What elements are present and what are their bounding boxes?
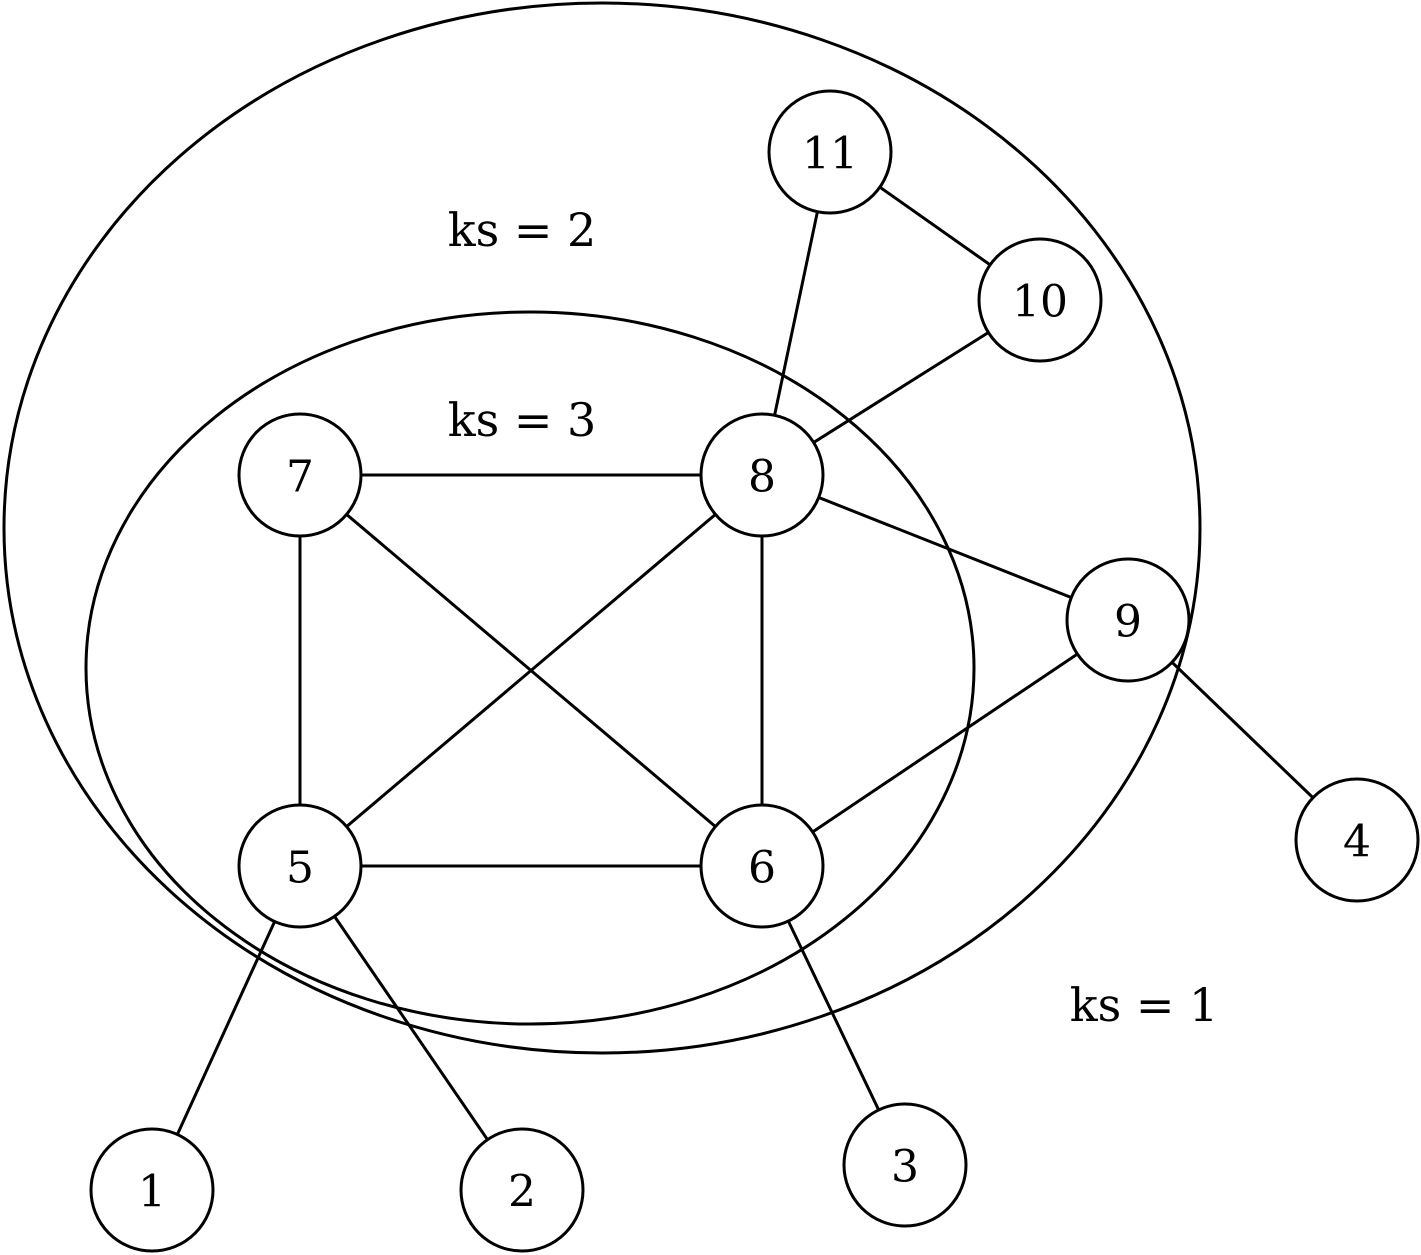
node-5: 5: [237, 803, 363, 929]
shell-ks2-boundary: [2, 1, 1202, 1055]
node-8: 8: [699, 412, 825, 538]
node-6-circle: [699, 803, 825, 929]
node-11-circle: [767, 89, 893, 215]
node-11: 11: [767, 89, 893, 215]
edge-8-5: [299, 473, 763, 868]
node-8-label: 8: [748, 452, 776, 503]
node-1-circle: [89, 1127, 215, 1253]
node-3-circle: [842, 1102, 968, 1228]
shell-label-ks3: ks = 3: [448, 393, 597, 447]
node-10-label: 10: [1012, 277, 1068, 328]
node-6-label: 6: [748, 843, 776, 894]
edge-5-2: [298, 865, 524, 1191]
shell-label-ks2: ks = 2: [448, 203, 597, 257]
node-10: 10: [977, 237, 1103, 363]
node-3-label: 3: [891, 1142, 919, 1193]
edge-6-9: [761, 618, 1129, 868]
node-2-label: 2: [508, 1167, 536, 1218]
node-7: 7: [237, 412, 363, 538]
node-1-label: 1: [138, 1167, 166, 1218]
node-9: 9: [1065, 557, 1191, 683]
edge-8-9: [761, 473, 1129, 622]
node-6: 6: [699, 803, 825, 929]
node-7-circle: [237, 412, 363, 538]
node-4: 4: [1294, 777, 1420, 903]
node-7-label: 7: [286, 452, 314, 503]
node-9-circle: [1065, 557, 1191, 683]
node-2: 2: [459, 1127, 585, 1253]
shell-label-ks1: ks = 1: [1070, 978, 1219, 1032]
node-11-label: 11: [802, 129, 858, 180]
node-5-circle: [237, 803, 363, 929]
node-4-label: 4: [1343, 817, 1371, 868]
node-4-circle: [1294, 777, 1420, 903]
node-3: 3: [842, 1102, 968, 1228]
node-10-circle: [977, 237, 1103, 363]
node-1: 1: [89, 1127, 215, 1253]
nodes-group: 1 2 3 4 5 6 7 8 9 10 11: [89, 89, 1420, 1253]
node-5-label: 5: [286, 843, 314, 894]
shell-ks3-boundary: [84, 310, 976, 1026]
node-9-label: 9: [1114, 597, 1142, 648]
node-8-circle: [699, 412, 825, 538]
node-2-circle: [459, 1127, 585, 1253]
